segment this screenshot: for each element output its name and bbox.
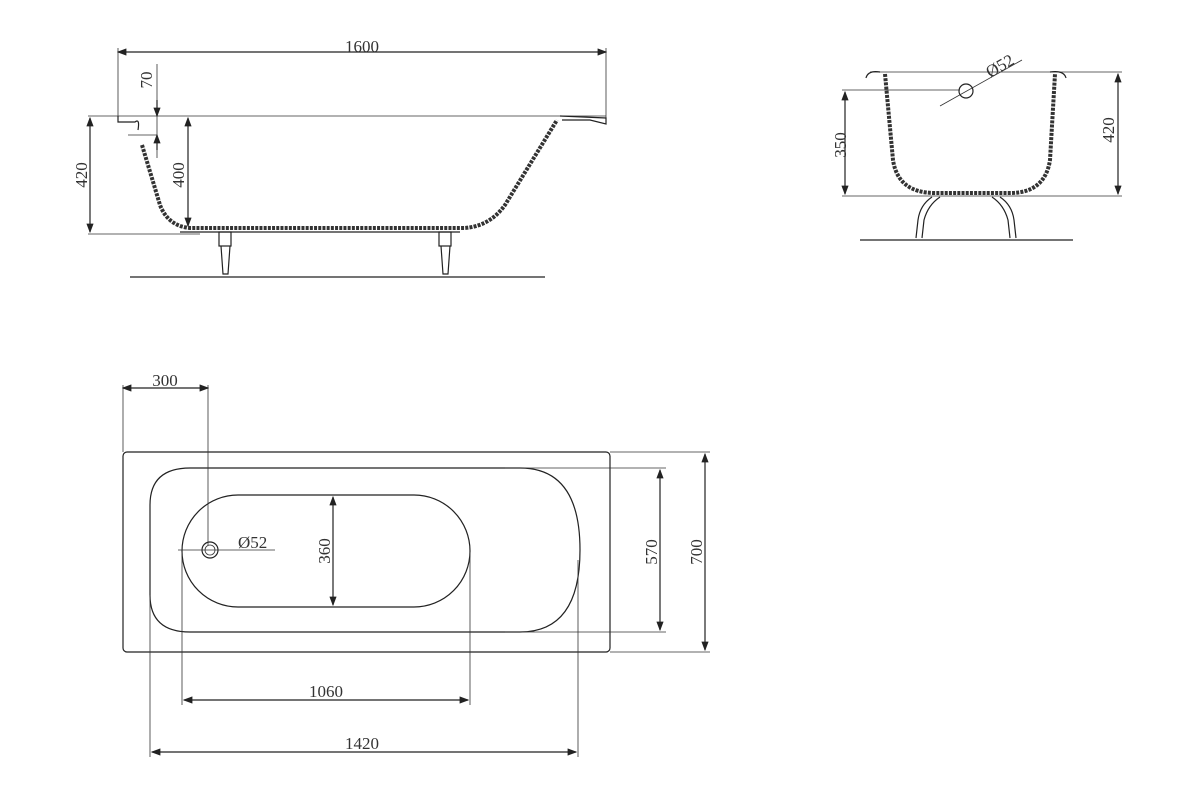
inner-depth-label: 400 xyxy=(169,162,188,188)
tub-bottom xyxy=(181,494,471,608)
overall-height-label: 420 xyxy=(72,162,91,188)
outer-rim xyxy=(122,451,611,653)
bottom-width-label: 360 xyxy=(315,538,334,564)
end-height-label: 420 xyxy=(1099,117,1118,143)
outer-width-label: 700 xyxy=(687,539,706,565)
leg xyxy=(218,231,232,275)
end-view: Ø52 350 420 xyxy=(831,50,1122,241)
overflow-hole xyxy=(958,83,974,99)
right-rim xyxy=(559,115,607,125)
drain-offset-label: 300 xyxy=(152,371,178,390)
side-view: 1600 70 420 400 xyxy=(72,37,608,278)
tub-shell xyxy=(140,118,559,230)
overflow-height-label: 350 xyxy=(831,132,850,158)
tub-shell xyxy=(883,73,1057,195)
inner-length-label: 1420 xyxy=(345,734,379,753)
leg xyxy=(438,231,452,275)
overflow-diameter-label: Ø52 xyxy=(983,50,1018,81)
length-label: 1600 xyxy=(345,37,379,56)
bottom-length-label: 1060 xyxy=(309,682,343,701)
drain-diameter-label: Ø52 xyxy=(238,533,267,552)
inner-width-label: 570 xyxy=(642,539,661,565)
top-view: 300 Ø52 360 570 700 1060 1420 xyxy=(121,371,710,757)
left-rim xyxy=(117,116,140,131)
overflow-offset-label: 70 xyxy=(137,72,156,89)
inner-basin xyxy=(149,467,581,633)
